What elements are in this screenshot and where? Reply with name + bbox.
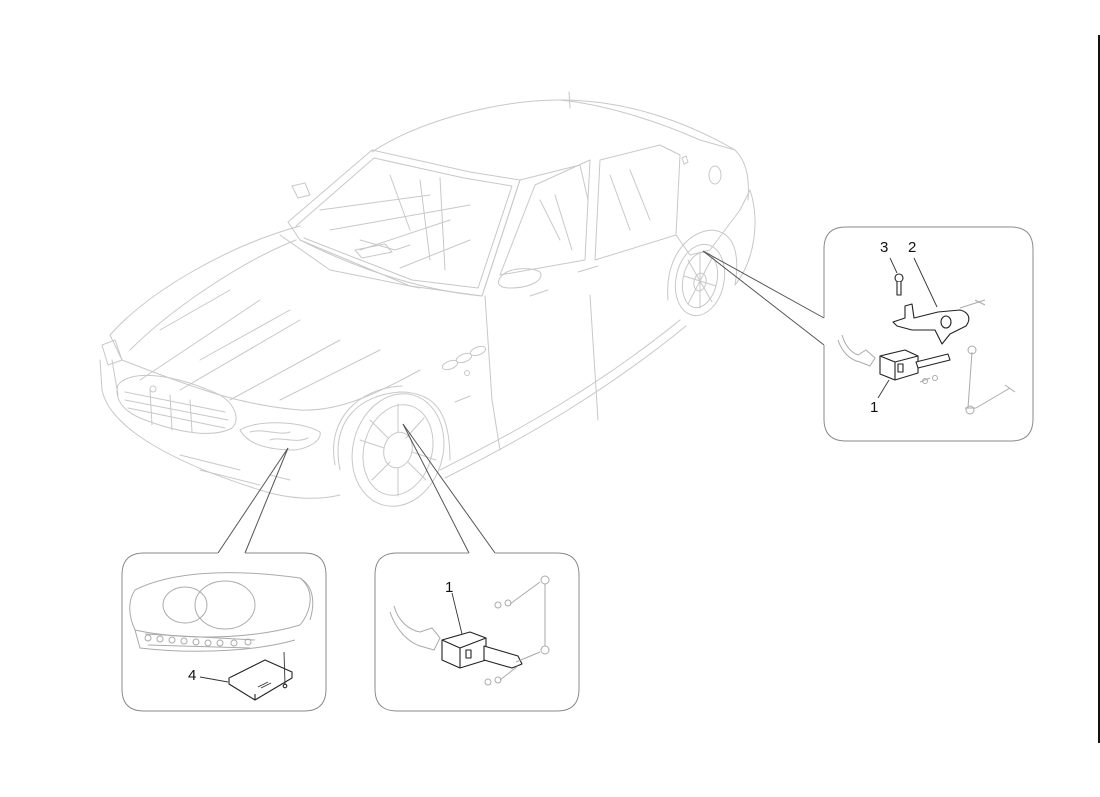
- callout-box-headlight: [121, 552, 327, 712]
- callout-label-bracket: 2: [908, 239, 917, 256]
- page-edge-rule: [1098, 35, 1100, 743]
- car-body: [99, 91, 756, 507]
- callout-label-front-sensor: 1: [445, 579, 454, 596]
- callout-label-bolt: 3: [880, 239, 889, 256]
- callout-label-rear-sensor: 1: [870, 399, 879, 416]
- callout-leaders: [217, 250, 825, 554]
- callout-label-control-unit: 4: [188, 667, 197, 684]
- callout-box-front-sensor: [374, 552, 580, 712]
- callout-box-rear-sensor: [823, 226, 1034, 442]
